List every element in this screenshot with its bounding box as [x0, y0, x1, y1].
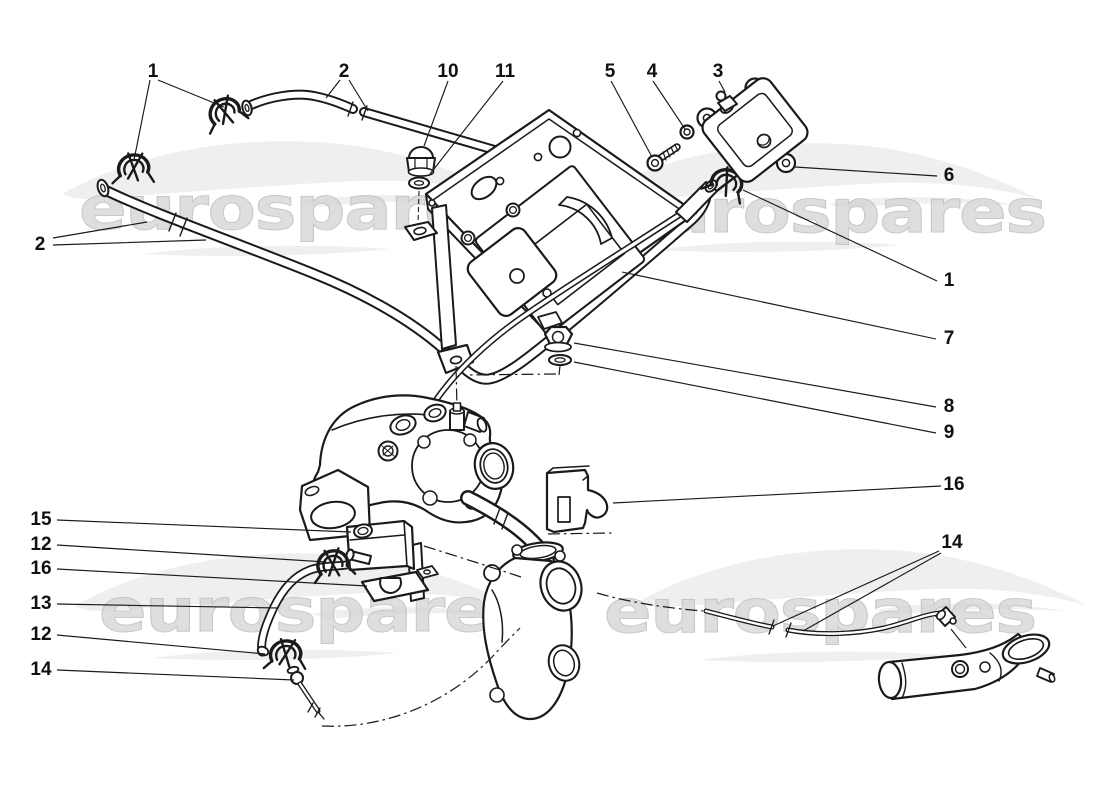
part-label-8: 8 [944, 396, 955, 417]
part-label-6: 6 [944, 165, 955, 186]
hose-clip-part1-a [200, 90, 252, 136]
flange-nut-part8 [543, 325, 574, 353]
washer-part11 [404, 176, 438, 241]
watermark-text: eurospares [99, 576, 531, 646]
watermark-bottom-left: eurospares [74, 553, 533, 661]
washer-part4 [679, 124, 695, 140]
part-label-13: 13 [30, 593, 51, 614]
hose-long-part2 [96, 178, 712, 385]
cap-nut-part10 [406, 146, 436, 177]
mounting-bracket [424, 108, 698, 375]
washer-part9 [548, 354, 572, 366]
intake-pipe [877, 632, 1056, 701]
part-label-9: 9 [944, 422, 955, 443]
support-bracket-part16-right [545, 465, 609, 534]
part-label-7: 7 [944, 328, 955, 349]
part-label-12-upper: 12 [30, 534, 51, 555]
part-label-11: 11 [495, 61, 516, 82]
actuator-body [482, 541, 583, 721]
part-label-14-right: 14 [941, 532, 963, 553]
support-bracket-part16-lower [360, 570, 430, 603]
part-label-3: 3 [713, 61, 724, 82]
part-label-14-left: 14 [30, 659, 52, 680]
part-label-5: 5 [605, 61, 616, 82]
part-labels: 1 2 10 11 5 4 3 2 6 1 7 8 9 16 14 15 12 … [30, 61, 964, 680]
bolt-part5 [646, 143, 681, 172]
part-label-2-left: 2 [35, 234, 46, 255]
centerline-nut [455, 365, 561, 410]
part-label-12-lower: 12 [30, 624, 51, 645]
tee-fitting-part14 [286, 665, 325, 720]
part-label-15: 15 [30, 509, 52, 530]
part-label-10: 10 [437, 61, 458, 82]
solenoid-valve-part15 [345, 519, 416, 572]
part-label-16-left: 16 [30, 558, 51, 579]
leader-lines [52, 79, 942, 681]
union-fitting-part3 [715, 90, 738, 114]
part-label-1-top: 1 [148, 61, 159, 82]
part-label-16-right: 16 [943, 474, 964, 495]
centerlines [321, 532, 704, 727]
part-label-2-top: 2 [339, 61, 350, 82]
part-label-4: 4 [647, 61, 658, 82]
vacuum-tube-part14 [703, 606, 967, 649]
turbocharger [298, 394, 515, 542]
pipe-part7 [430, 179, 718, 407]
watermark-text: eurospares [604, 577, 1036, 647]
part-label-1-right: 1 [944, 270, 955, 291]
